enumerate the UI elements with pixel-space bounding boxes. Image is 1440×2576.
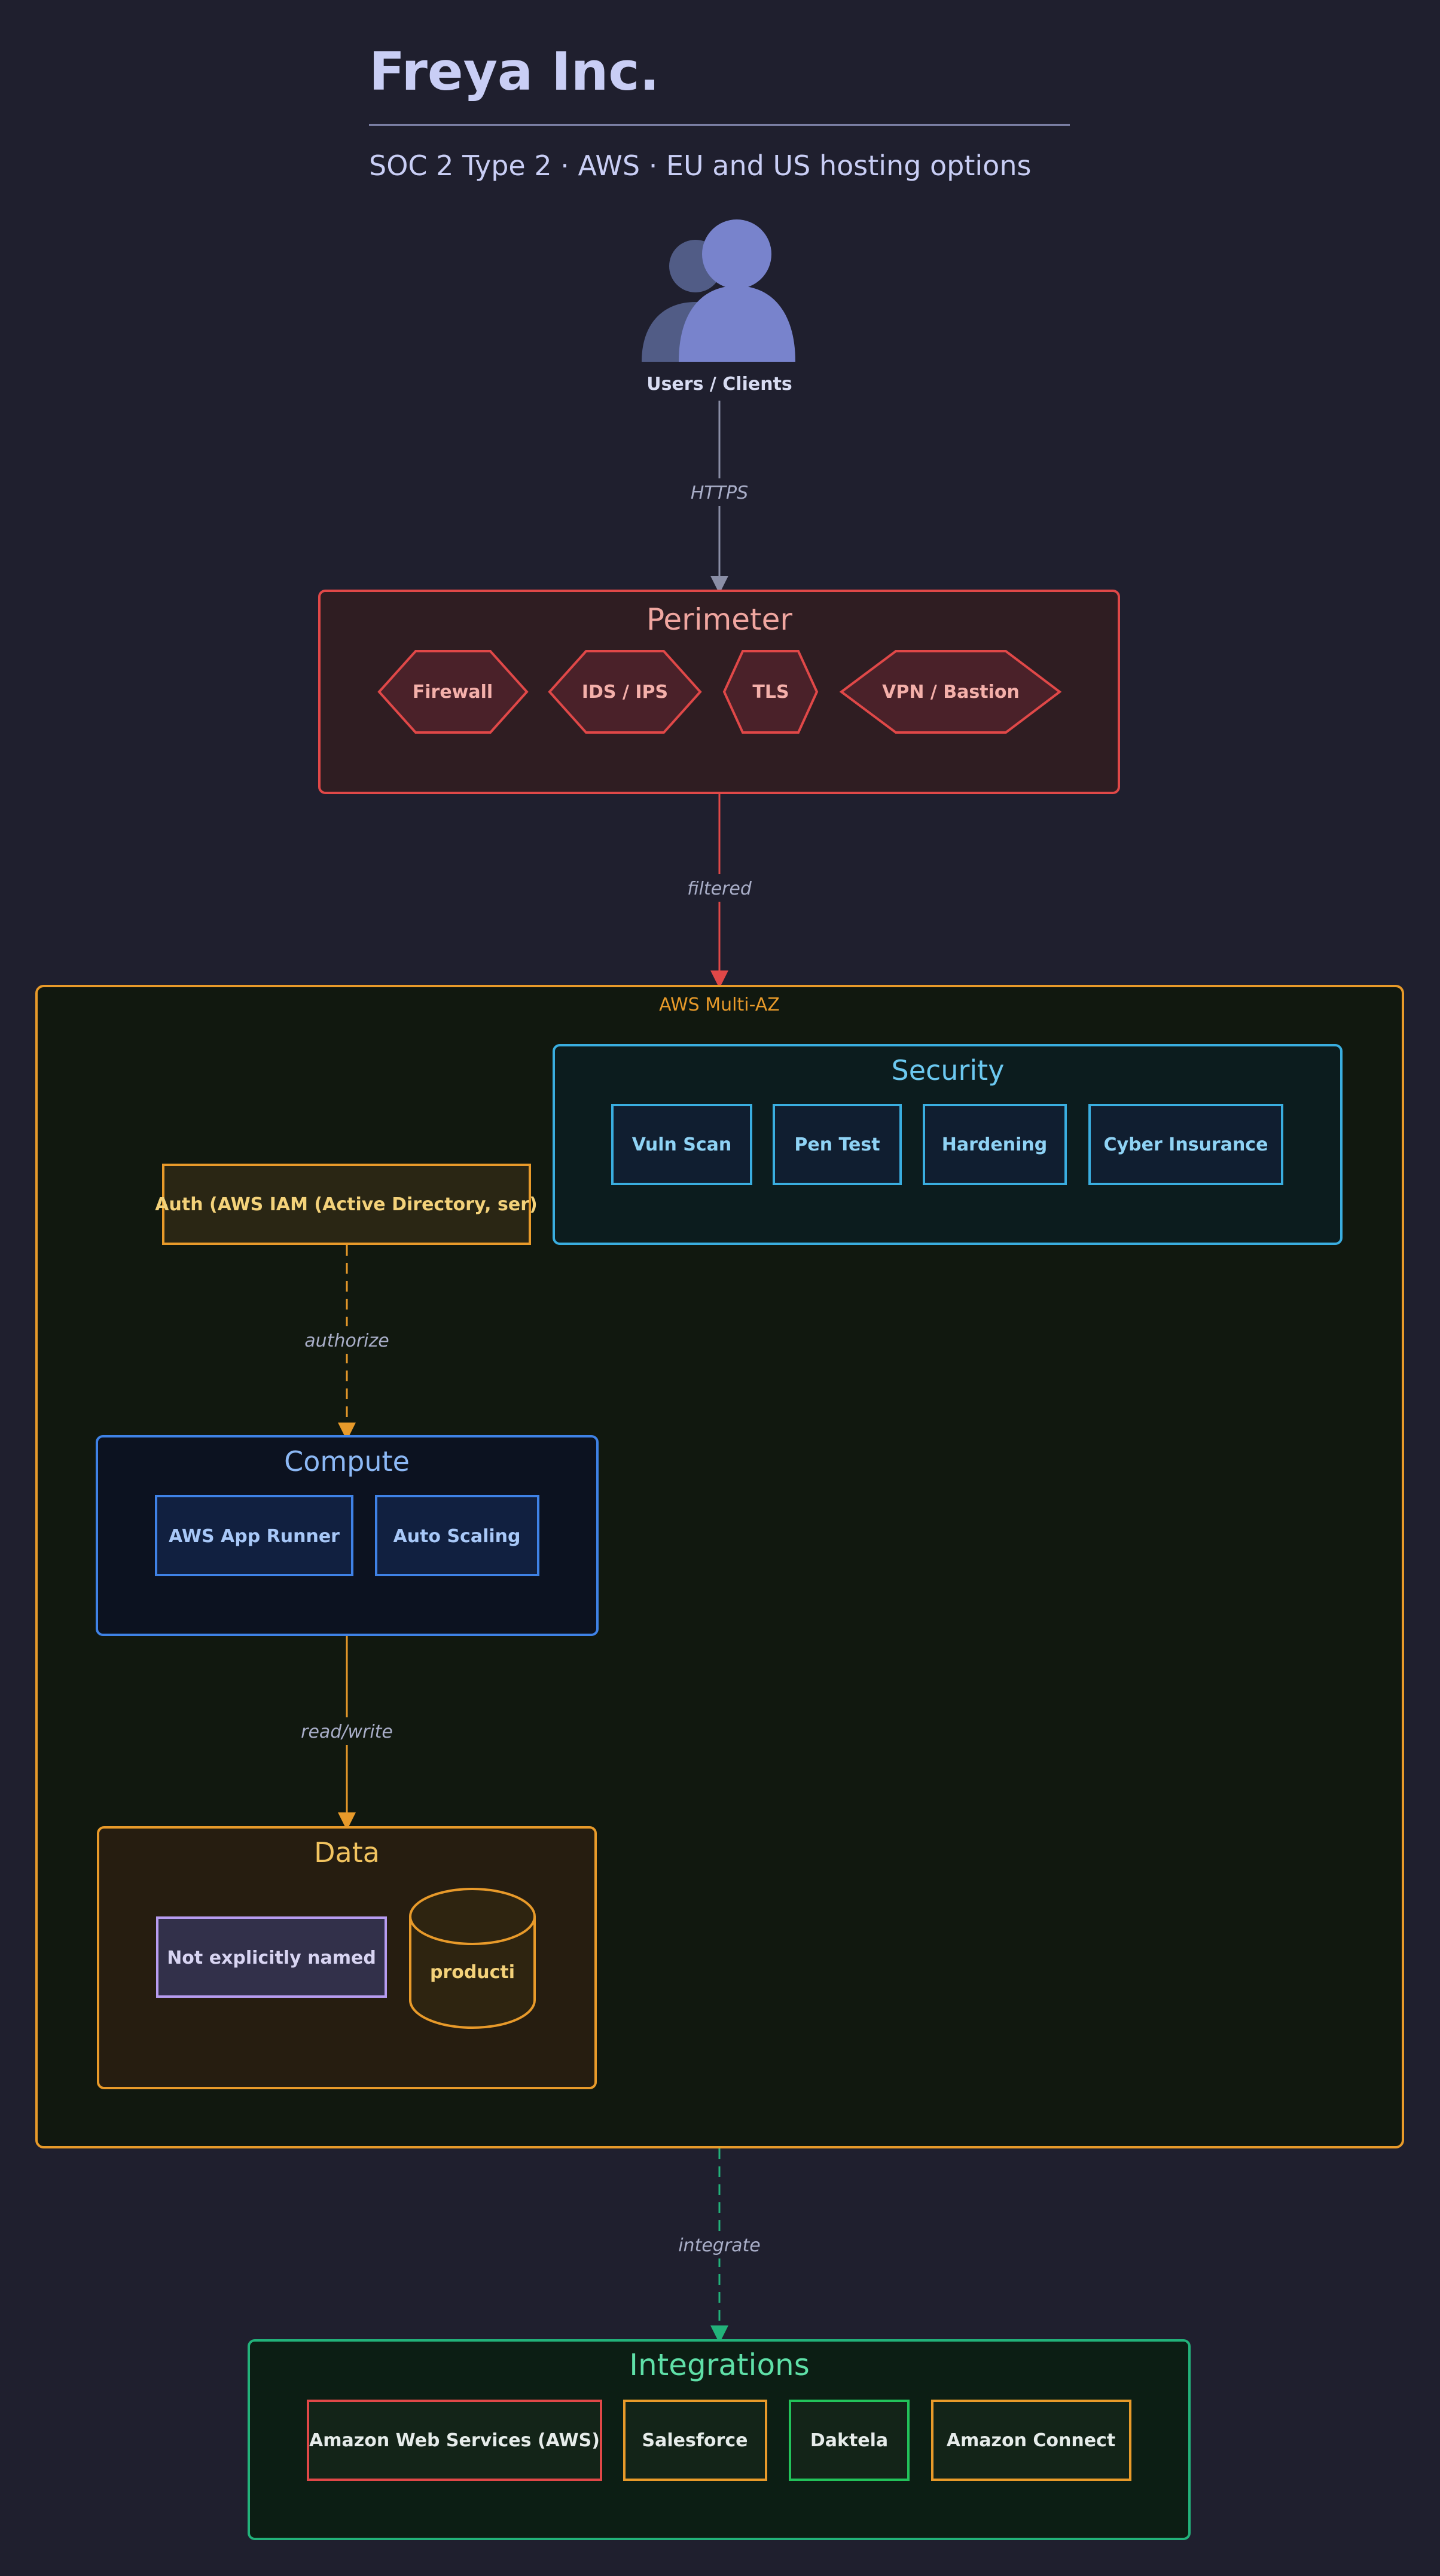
tls-node <box>722 650 819 734</box>
auto-scaling-label: Auto Scaling <box>393 1526 520 1547</box>
aws-app-runner-label: AWS App Runner <box>169 1526 340 1547</box>
integration-salesforce-node <box>623 2400 767 2481</box>
pen-test-node <box>773 1104 902 1185</box>
users-label: Users / Clients <box>646 374 792 395</box>
integration-amazon-connect-node <box>931 2400 1131 2481</box>
edge-https-label-bg <box>688 478 751 506</box>
edge-filtered-label-bg <box>684 874 755 902</box>
page-title: Freya Inc. <box>369 41 660 102</box>
users-icon <box>642 219 795 362</box>
edge-https-label: HTTPS <box>691 483 748 503</box>
edge-authorize-label: authorize <box>304 1330 389 1351</box>
firewall-node <box>377 650 529 734</box>
data-title: Data <box>314 1836 380 1869</box>
aws-multi-az-label: AWS Multi-AZ <box>659 994 780 1015</box>
auth-node <box>162 1164 531 1245</box>
firewall-label: Firewall <box>413 682 493 703</box>
vpn-bastion-label: VPN / Bastion <box>882 682 1020 703</box>
edge-filtered-label: filtered <box>687 878 752 899</box>
integration-aws-label: Amazon Web Services (AWS) <box>309 2430 600 2451</box>
cyber-insurance-node <box>1088 1104 1283 1185</box>
integration-aws-node <box>307 2400 602 2481</box>
database-icon <box>409 1888 536 2029</box>
vuln-scan-node <box>611 1104 752 1185</box>
pen-test-label: Pen Test <box>794 1134 880 1155</box>
aws-app-runner-node <box>155 1495 353 1576</box>
integrations-title: Integrations <box>629 2348 810 2382</box>
edge-read-write-label: read/write <box>301 1722 393 1742</box>
database-label: producti <box>430 1962 515 1983</box>
data-store-label: Not explicitly named <box>167 1948 376 1968</box>
data-store-node <box>156 1916 387 1998</box>
ids-ips-label: IDS / IPS <box>582 682 668 703</box>
edge-read-write-label-bg <box>298 1717 396 1745</box>
compute-title: Compute <box>284 1445 410 1478</box>
integration-amazon-connect-label: Amazon Connect <box>947 2430 1115 2451</box>
perimeter-group <box>318 590 1120 794</box>
perimeter-title: Perimeter <box>646 602 792 637</box>
cyber-insurance-label: Cyber Insurance <box>1104 1134 1268 1155</box>
auth-label: Auth (AWS IAM (Active Directory, ser) <box>155 1194 537 1215</box>
ids-ips-node <box>548 650 702 734</box>
integration-daktela-node <box>789 2400 910 2481</box>
hardening-node <box>923 1104 1067 1185</box>
edge-authorize-label-bg <box>302 1326 392 1354</box>
edge-integrate-label: integrate <box>678 2235 761 2256</box>
vpn-bastion-node <box>839 650 1062 734</box>
security-title: Security <box>892 1054 1005 1086</box>
hardening-label: Hardening <box>942 1134 1047 1155</box>
vuln-scan-label: Vuln Scan <box>632 1134 732 1155</box>
page-subtitle: SOC 2 Type 2 · AWS · EU and US hosting o… <box>369 149 1031 182</box>
tls-label: TLS <box>752 682 789 703</box>
integration-salesforce-label: Salesforce <box>642 2430 748 2451</box>
edge-integrate-label-bg <box>678 2231 761 2258</box>
integration-daktela-label: Daktela <box>810 2430 888 2451</box>
auto-scaling-node <box>375 1495 539 1576</box>
